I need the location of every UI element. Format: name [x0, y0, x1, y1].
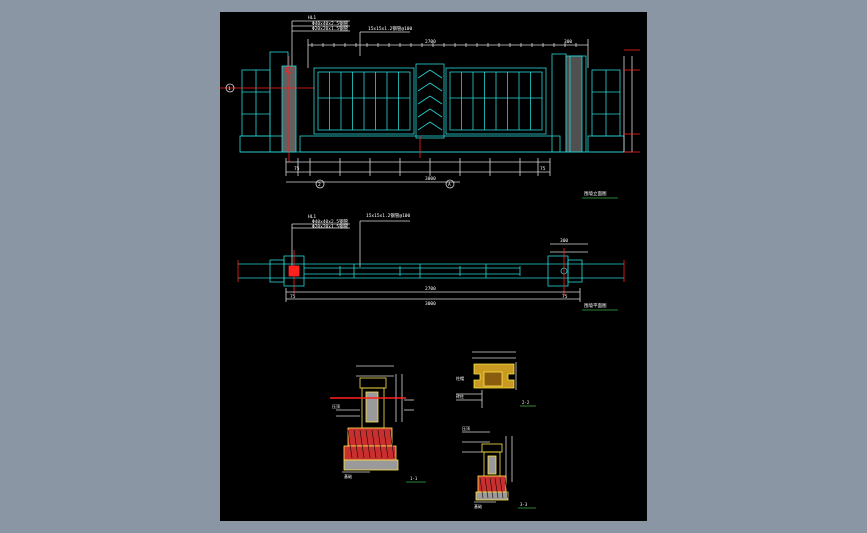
fence-panel-left [313, 67, 415, 135]
brick-hatch [389, 429, 395, 459]
detail-c-label-base: 基础 [474, 503, 482, 509]
detail-a-title: 1-1 [410, 476, 418, 481]
elevation-bottom-dim-a: 75 [294, 166, 300, 172]
gate-chevron [429, 95, 443, 105]
cad-drawing: HL1 Φ40x40x2.5钢管 Φ20x20x1.5钢管 15x15x1.2钢… [220, 15, 640, 509]
right-pier [551, 53, 567, 153]
brick-hatch [371, 429, 377, 459]
detail-a-footing [347, 427, 393, 447]
elevation-axis-mid: A [448, 182, 451, 188]
detail-b-label-top: 柱帽 [456, 375, 464, 381]
gate-chevron [417, 95, 431, 105]
brick-hatch [347, 429, 353, 459]
elevation-segment-dim: 2700 [425, 39, 436, 45]
detail-b-label-body: 砖柱 [456, 393, 464, 399]
gate-chevron [417, 121, 431, 131]
detail-a-label-top: 压顶 [332, 404, 340, 409]
plan-title: 围墙平面图 [584, 302, 607, 309]
brick-hatch [489, 477, 494, 499]
plan-note-2: Φ20x20x1.5钢管 [312, 223, 349, 230]
elevation-note-1: Φ40x40x2.5钢管 [312, 20, 349, 27]
plan-view [237, 220, 625, 311]
elevation-overall-dim: 3000 [425, 176, 436, 182]
plan-pier-dim: 300 [560, 238, 568, 244]
elevation-note-2: Φ20x20x1.5钢管 [312, 25, 349, 32]
plan-segment-dim: 2700 [425, 286, 436, 292]
gate-chevron [417, 82, 431, 92]
brick-hatch [494, 477, 499, 499]
detail-section-c [462, 431, 536, 509]
gate-chevron [429, 69, 443, 79]
right-pier-column [565, 55, 583, 153]
brick-hatch [353, 429, 359, 459]
gate-chevron [429, 108, 443, 118]
gate-chevron [417, 69, 431, 79]
center-post [415, 63, 445, 139]
elevation-bottom-dim-b: 75 [540, 166, 546, 172]
brick-hatch [383, 429, 389, 459]
plan-left-dim: 75 [290, 294, 296, 300]
brick-hatch [484, 477, 489, 499]
brick-hatch [365, 429, 371, 459]
brick-hatch [504, 477, 509, 499]
elevation-top-note: 15x15x1.2钢管@100 [368, 25, 413, 32]
detail-b-title: 2-2 [522, 400, 530, 405]
elevation-view [220, 20, 640, 199]
gate-chevron [417, 108, 431, 118]
gate-chevron [429, 121, 443, 131]
plan-right-pier [547, 255, 569, 287]
drawing-sheet: HL1 Φ40x40x2.5钢管 Φ20x20x1.5钢管 15x15x1.2钢… [220, 12, 647, 521]
plan-pier-cap: HL1 [308, 214, 316, 220]
detail-c-label-top: 压顶 [462, 426, 470, 431]
plan-overall-dim: 3000 [425, 301, 436, 307]
elevation-title: 围墙立面图 [584, 190, 607, 197]
fence-panel-right [445, 67, 547, 135]
plan-right-dim: 75 [562, 294, 568, 300]
plan-note-1: Φ40x40x2.5钢管 [312, 218, 349, 225]
brick-hatch [377, 429, 383, 459]
detail-section-b [456, 351, 536, 408]
brick-hatch [479, 477, 484, 499]
elevation-axis-right: 2 [318, 182, 321, 188]
elevation-pier-dim: 300 [564, 39, 572, 45]
plan-left-extension [269, 259, 285, 283]
detail-section-a [330, 365, 426, 483]
detail-c-title: 3-3 [520, 502, 528, 507]
gate-chevron [429, 82, 443, 92]
elevation-axis-left: 1 [228, 86, 231, 92]
detail-a-label-base: 基础 [344, 473, 352, 479]
elevation-pier-cap: HL1 [308, 15, 316, 21]
brick-hatch [359, 429, 365, 459]
plan-top-note: 15x15x1.2钢管@100 [366, 212, 411, 219]
brick-hatch [499, 477, 504, 499]
